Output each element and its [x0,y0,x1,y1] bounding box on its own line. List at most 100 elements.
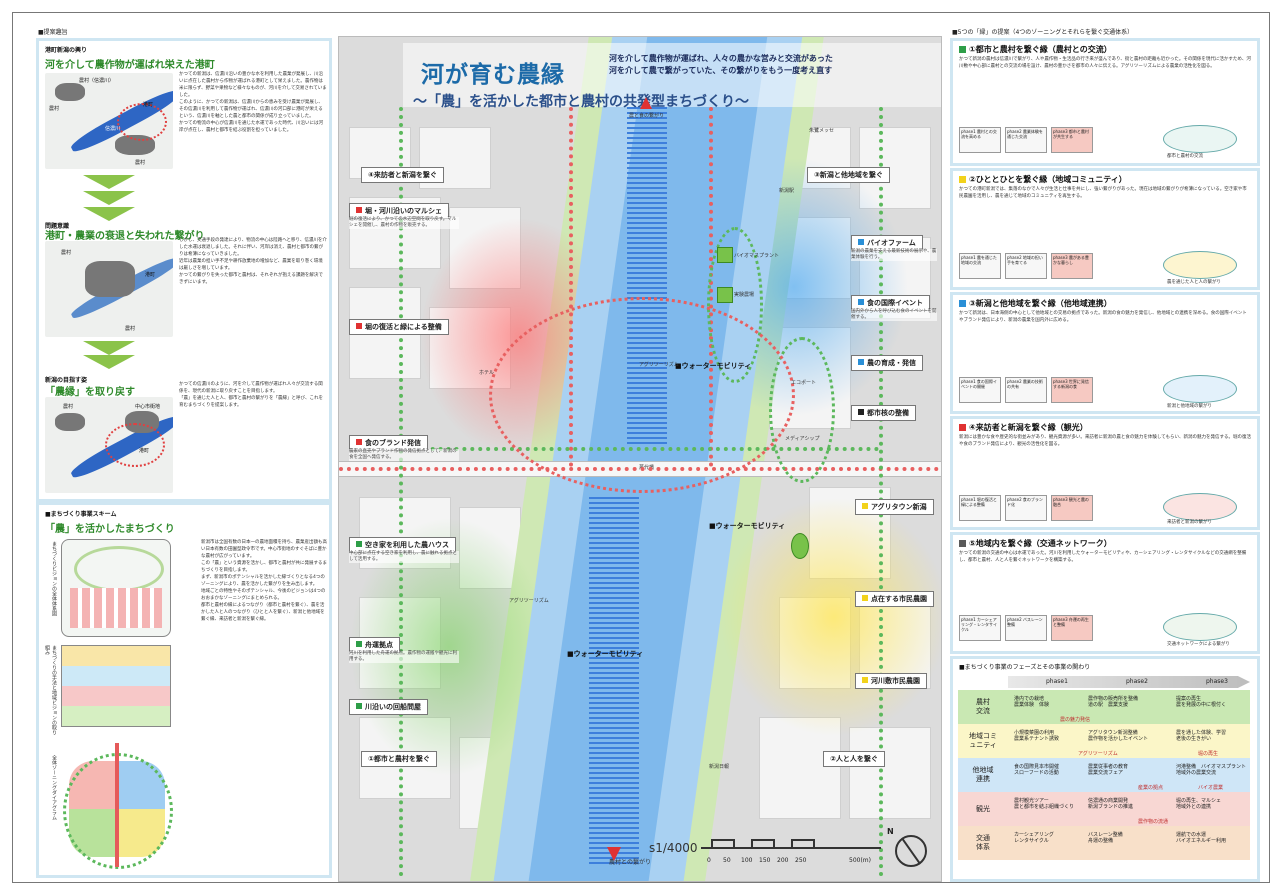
phase-box: phase3 観光と農の融合 [1051,495,1093,521]
diagram-caption: 来訪者と新潟の繋がり [1167,520,1212,525]
label-text: ウォーターモビリティ [573,650,644,658]
edge-block-2: ②ひととひとを繋ぐ縁（地域コミュニティ） かつての港町新潟では、集落のなかで人々… [950,168,1260,290]
label-text: 堀の復活と緑による整備 [365,323,442,331]
site-map: 萬代橋 バイオマスプラント 実験農場 河が育む農縁 ～「農」を活かした都市と農村… [338,36,942,882]
paragraph: まず、新潟市のポテンシャルを活かした縁づくりとなる4つのゾーニングにより、農を活… [201,575,325,587]
inline-tag: 堀の再生 [1198,751,1219,757]
row-cell: 提案の再生 農を発展の中に根付く [1176,696,1227,708]
scale-tick: 150 [759,857,771,864]
scale-bar-segment [791,839,815,849]
map-tag: 新潟駅 [779,188,795,194]
facility-box [791,533,809,559]
label-text: ウォーターモビリティ [681,362,752,370]
yellow-square-icon [862,677,868,683]
north-arrow-needle [901,837,921,865]
row-category: 農村 交流 [976,698,990,715]
phase-box: phase1 農村との交流を高める [959,127,1001,153]
map-label: 農村（信濃川） [79,78,115,84]
inline-tag: 農作物の流通 [1138,819,1169,825]
yellow-label: アグリタウン新潟 [855,499,934,515]
block-text: かつての新潟の交通の中心は水運であった。河川を利用したウォーターモビリティや、カ… [959,551,1247,563]
blue-label: 都市核の整備 [851,405,916,421]
scale-tick: 50 [723,857,731,864]
green-dotted-route [399,107,403,877]
city-block [849,727,931,819]
row-category: 交通 体系 [976,834,990,851]
map-label: 農村 [63,404,74,410]
north-label: N [887,827,894,836]
paragraph: 「農」を通じた人と人、都市と農村の繋がりを「農縁」と呼び、これを育むまちづくりを… [179,396,323,408]
phase-box: phase1 堀の復活と緑による整備 [959,495,1001,521]
inline-tag: 産業の拠点 [1138,785,1164,791]
map-label: 農村 [125,326,136,332]
river-stripes [589,497,639,867]
scheme-panel: ■まちづくり事業スキーム 「農」を活かしたまちづくり まちづくりビジョンの全体体… [36,502,332,878]
block-title-text: ②ひととひとを繋ぐ縁（地域コミュニティ） [969,175,1127,184]
section1-text: かつての新潟は、信濃川沿いの豊かな水を利用した農業が発展し、川沿いに点在した農村… [179,71,327,231]
row-category: 観光 [976,804,990,813]
block-title-text: ⑤地域内を繋ぐ縁（交通ネットワーク） [969,539,1112,548]
map-tag: 農と食の繋がり [629,113,665,119]
scheme-side-label: まちづくりの手法と地域ビジョンの取り組み [45,645,57,735]
scale-label: s1/4000 [649,841,698,855]
scale-bar [701,837,881,855]
mobility-label: ■ウォーターモビリティ [709,522,786,530]
blue-square-icon [858,299,864,305]
zone-glow-yellow [719,497,941,737]
north-arrow-icon [895,835,927,867]
methods-diagram [61,645,171,727]
phase-box: phase3 都市と農村が共生する [1051,127,1093,153]
label-text: 点在する市民農園 [871,595,927,603]
paragraph: しかし、交通手段の発達により、物流の中心は陸路へと移り、信濃川を介した水運は衰退… [179,238,327,257]
blue-square-icon [959,300,966,307]
red-label: 堀の復活と緑による整備 [349,319,449,335]
row-category: 地域コミ ュニティ [969,732,997,749]
map-tag: 農村との繋がり [609,859,651,866]
table-row: 他地域 連携 食の国際見本市開催 スローフードの活動 農業従事者の教育 農業交流… [958,758,1250,793]
table-header: ■まちづくり事業のフェーズとその事業の関わり [959,664,1091,671]
label-text: バイオファーム [867,239,916,247]
label-text: 農の育成・発信 [867,359,916,367]
red-square-icon [356,439,362,445]
blue-label: 食の国際イベント [851,295,930,311]
table-row: 交通 体系 カーシェアリング レンタサイクル バスレーン整備 舟運の整備 運航で… [958,826,1250,861]
row-cell: 農作物の販売所を整備 道の駅 農業支援 [1088,696,1139,708]
yellow-square-icon [862,595,868,601]
row-cell: 食の国際見本市開催 スローフードの活動 [1014,764,1060,776]
facility-label: 実験農場 [734,292,755,298]
relation-diagram [1163,493,1237,521]
arrow-down-icon [607,847,621,861]
block-text: 新潟には豊かな食や歴史的な街並みがあり、観光資源が多い。来訪者に新潟の農と食の魅… [959,435,1251,447]
table-row: 観光 農村観光ツアー 農と都市を結ぶ組織づくり 信濃通の商業開発 新潟ブランドの… [958,792,1250,827]
edge-block-5: ⑤地域内を繋ぐ縁（交通ネットワーク） かつての新潟の交通の中心は水運であった。河… [950,532,1260,654]
section3-map: 港町 農村 中心市街地 [45,397,173,493]
vision-diagram [61,539,171,637]
map-label: 農村 [61,250,72,256]
paragraph: 近年は農業の担い手不足や耕作放棄地の増加など、農業を取り巻く環境は厳しさを増して… [179,259,323,271]
block-title-text: ③新潟と他地域を繋ぐ縁（他地域連携） [969,299,1112,308]
arrow-up-icon [640,97,652,109]
row-cell: カーシェアリング レンタサイクル [1014,832,1054,844]
paragraph: このように、かつての新潟は、信濃川からの恵みを受け農業が発展し、その信濃川を利用… [179,100,323,119]
block-title: ①都市と農村を繋ぐ縁（農村との交流） [959,44,1257,55]
label-text: 川沿いの回船問屋 [365,703,421,711]
mobility-label: ■ウォーターモビリティ [675,362,752,370]
map-label: 農村 [135,160,146,166]
left-header: ■提案趣旨 [38,29,68,36]
map-label: 港町 [145,272,156,278]
map-label: 港町 [139,448,150,454]
phase-box: phase3 世界に発信する新潟の食 [1051,377,1093,403]
table-row: 地域コミ ュニティ 小規模菜園の利用 農業系テナント誘致 アグリタウン新潟整備 … [958,724,1250,759]
green-square-icon [959,46,966,53]
phase-row: phase1 食の国際イベントの開催 phase2 農業の技術の共有 phase… [959,377,1093,403]
section2-title: 港町・農業の衰退と失われた繋がり [45,231,205,242]
scale-bar-segment [711,839,735,849]
map-tag: アグリツーリズム [639,362,679,368]
poster-lead: 河を介して農作物が運ばれ、人々の農かな営みと交流があった 河を介して農で繋がって… [609,54,833,75]
diagram-caption: 農を通じた人と人の繋がり [1167,280,1221,285]
phase-label: phase2 [1126,678,1148,685]
block-title: ③新潟と他地域を繋ぐ縁（他地域連携） [959,298,1257,309]
right-header: ■5つの「縁」の提案（4つのゾーニングとそれらを繋ぐ交通体系） [952,29,1134,36]
facility-label: バイオマスプラント [734,253,780,259]
block-title: ⑤地域内を繋ぐ縁（交通ネットワーク） [959,538,1257,549]
